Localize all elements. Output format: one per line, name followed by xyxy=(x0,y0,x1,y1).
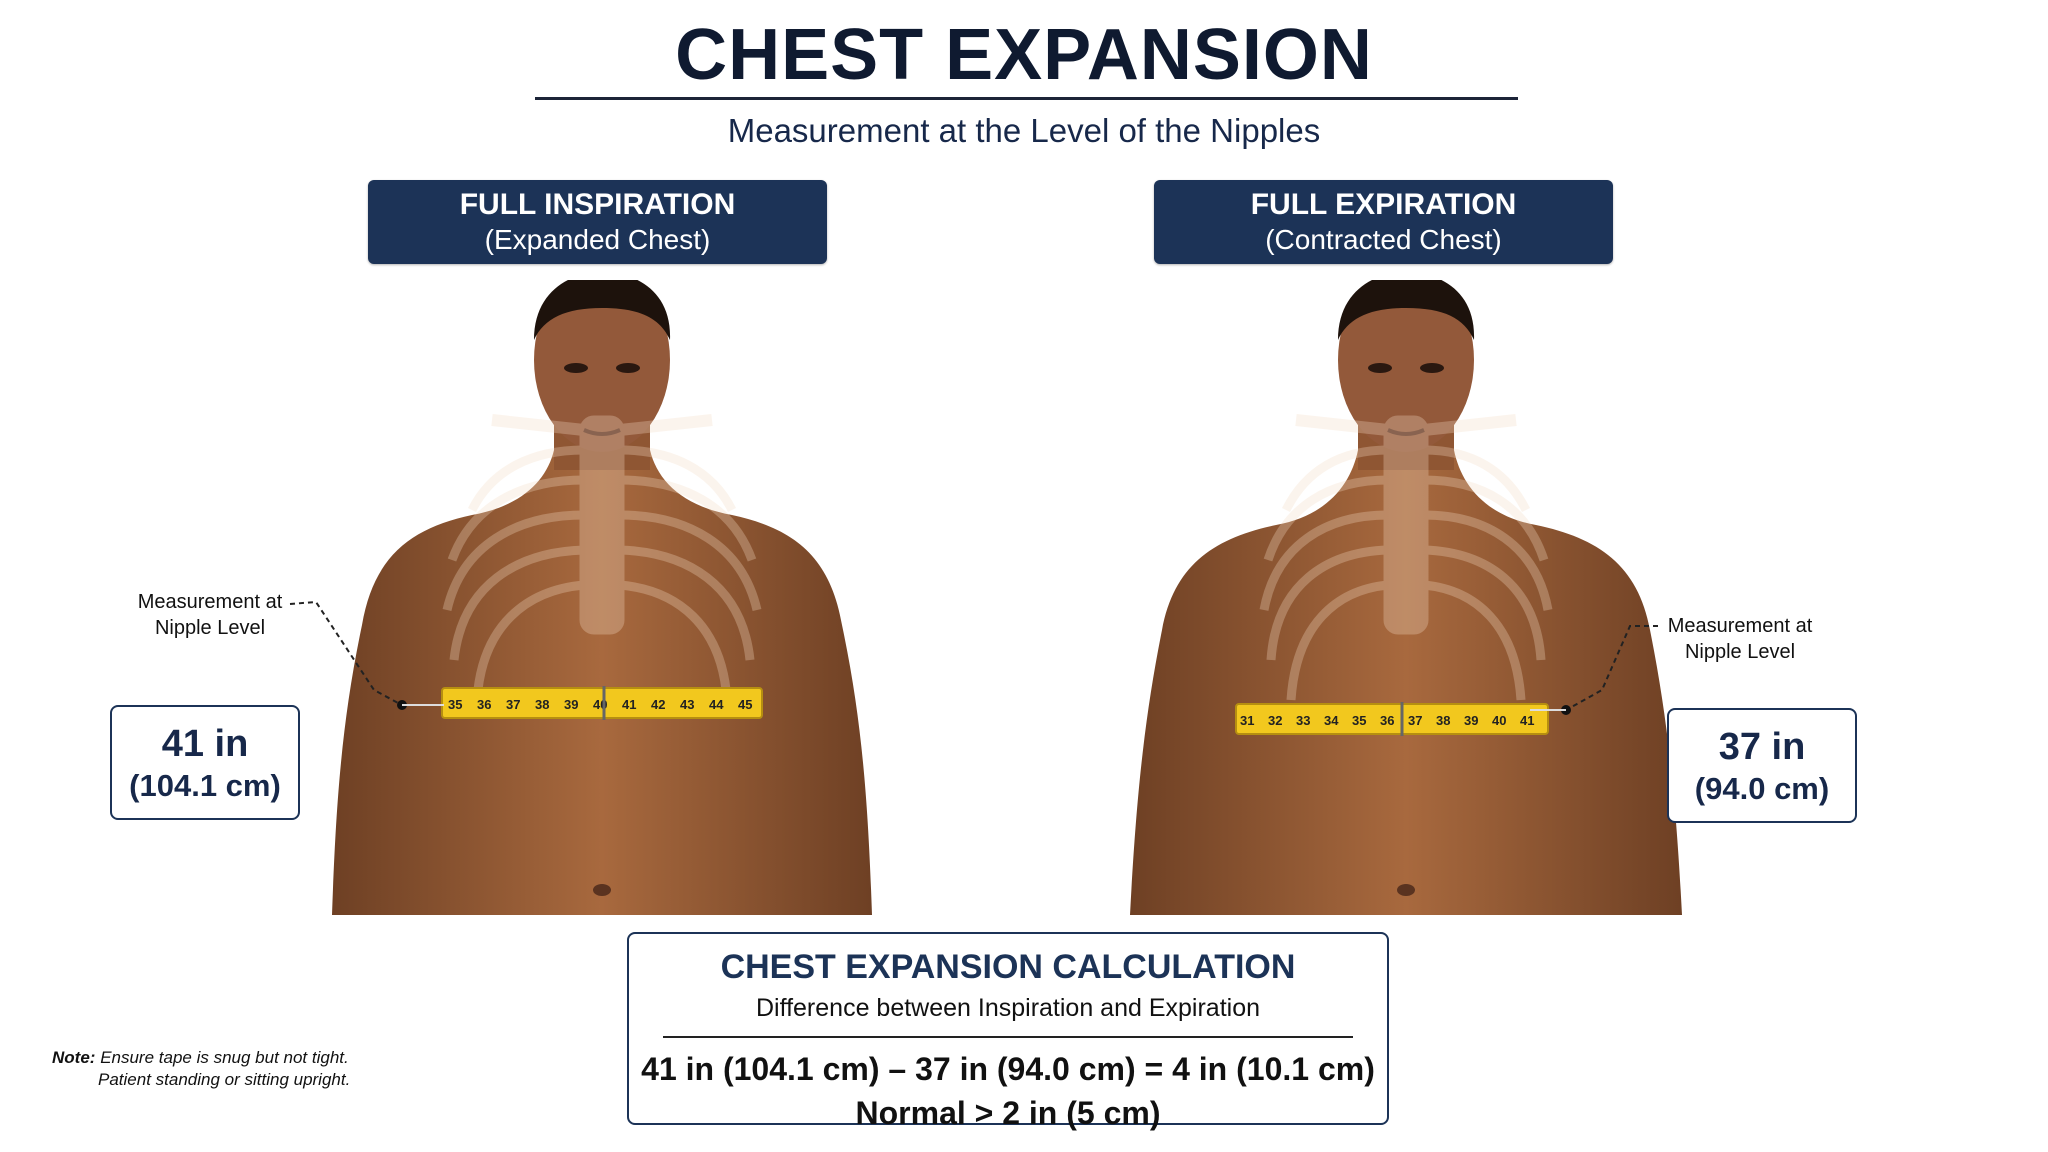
head xyxy=(534,280,670,452)
tape-tick: 35 xyxy=(448,697,462,712)
torso xyxy=(1130,450,1682,915)
tape-tick: 34 xyxy=(1324,713,1339,728)
callout-line: Nipple Level xyxy=(154,617,266,639)
callout-line: Nipple Level xyxy=(1684,641,1796,663)
expiration-subheading: (Contracted Chest) xyxy=(1265,224,1502,255)
calculation-equation: 41 in (104.1 cm) – 37 in (94.0 cm) = 4 i… xyxy=(641,1051,1375,1087)
rib-cage xyxy=(1259,414,1553,701)
expiration-measurement-cm: (94.0 cm) xyxy=(1694,770,1830,806)
tape-tick: 39 xyxy=(1464,713,1478,728)
inspiration-header: FULL INSPIRATION (Expanded Chest) xyxy=(368,180,827,264)
calculation-normal-range: Normal > 2 in (5 cm) xyxy=(855,1095,1161,1131)
tape-tick: 37 xyxy=(1408,713,1422,728)
callout-line: Measurement at xyxy=(137,591,283,613)
torso xyxy=(332,450,872,915)
tape-tick: 39 xyxy=(564,697,578,712)
calculation-box: CHEST EXPANSION CALCULATION Difference b… xyxy=(627,932,1389,1131)
hair xyxy=(534,280,671,340)
tape-tick: 38 xyxy=(1436,713,1450,728)
page-subtitle: Measurement at the Level of the Nipples xyxy=(727,112,1321,149)
tape-tick: 44 xyxy=(709,697,724,712)
title-divider xyxy=(535,97,1518,100)
inspiration-torso-illustration: 35 36 37 38 39 40 41 42 43 44 45 xyxy=(322,280,882,915)
head xyxy=(1338,280,1474,452)
hair xyxy=(1338,280,1475,340)
tape-tick: 31 xyxy=(1240,713,1254,728)
calculation-subtitle: Difference between Inspiration and Expir… xyxy=(755,994,1261,1022)
expiration-measurement-box: 37 in (94.0 cm) xyxy=(1667,708,1857,823)
tape-tick: 45 xyxy=(738,697,752,712)
tape-tick: 37 xyxy=(506,697,520,712)
note-line-2: Patient standing or sitting upright. xyxy=(98,1070,351,1089)
note-label: Note: xyxy=(52,1048,96,1067)
tape-tick: 40 xyxy=(1492,713,1506,728)
expiration-heading: FULL EXPIRATION xyxy=(1250,188,1517,221)
nipple-level-callout-right: Measurement at Nipple Level xyxy=(1660,613,1820,665)
tape-tick: 41 xyxy=(1520,713,1534,728)
page-title: CHEST EXPANSION xyxy=(675,15,1373,95)
tape-tick: 32 xyxy=(1268,713,1282,728)
tape-tick-labels: 31 32 33 34 35 36 37 38 39 40 41 xyxy=(1240,713,1534,728)
tape-tick-labels: 35 36 37 38 39 40 41 42 43 44 45 xyxy=(448,697,752,712)
tape-tick: 43 xyxy=(680,697,694,712)
note-line-1: Ensure tape is snug but not tight. xyxy=(100,1048,349,1067)
footnote: Note: Ensure tape is snug but not tight.… xyxy=(52,1047,350,1091)
inspiration-measurement-cm: (104.1 cm) xyxy=(129,767,281,803)
tape-tick: 42 xyxy=(651,697,665,712)
tape-tick: 36 xyxy=(477,697,491,712)
calculation-title: CHEST EXPANSION CALCULATION xyxy=(720,948,1296,986)
callout-line: Measurement at xyxy=(1667,615,1813,637)
nipple-level-callout-left: Measurement at Nipple Level xyxy=(130,589,290,641)
calculation-divider xyxy=(663,1036,1353,1038)
rib-cage xyxy=(442,414,762,701)
expiration-torso-illustration: 31 32 33 34 35 36 37 38 39 40 41 xyxy=(1126,280,1686,915)
inspiration-measurement-in: 41 in xyxy=(161,722,249,765)
inspiration-measurement-box: 41 in (104.1 cm) xyxy=(110,705,300,820)
measuring-tape xyxy=(441,687,763,719)
tape-tick: 35 xyxy=(1352,713,1366,728)
measuring-tape xyxy=(1235,703,1549,735)
inspiration-heading: FULL INSPIRATION xyxy=(459,188,736,221)
tape-tick: 33 xyxy=(1296,713,1310,728)
expiration-header: FULL EXPIRATION (Contracted Chest) xyxy=(1154,180,1613,264)
tape-tick: 41 xyxy=(622,697,636,712)
tape-tick: 38 xyxy=(535,697,549,712)
expiration-measurement-in: 37 in xyxy=(1718,725,1806,768)
tape-tick: 36 xyxy=(1380,713,1394,728)
inspiration-subheading: (Expanded Chest) xyxy=(484,224,711,255)
